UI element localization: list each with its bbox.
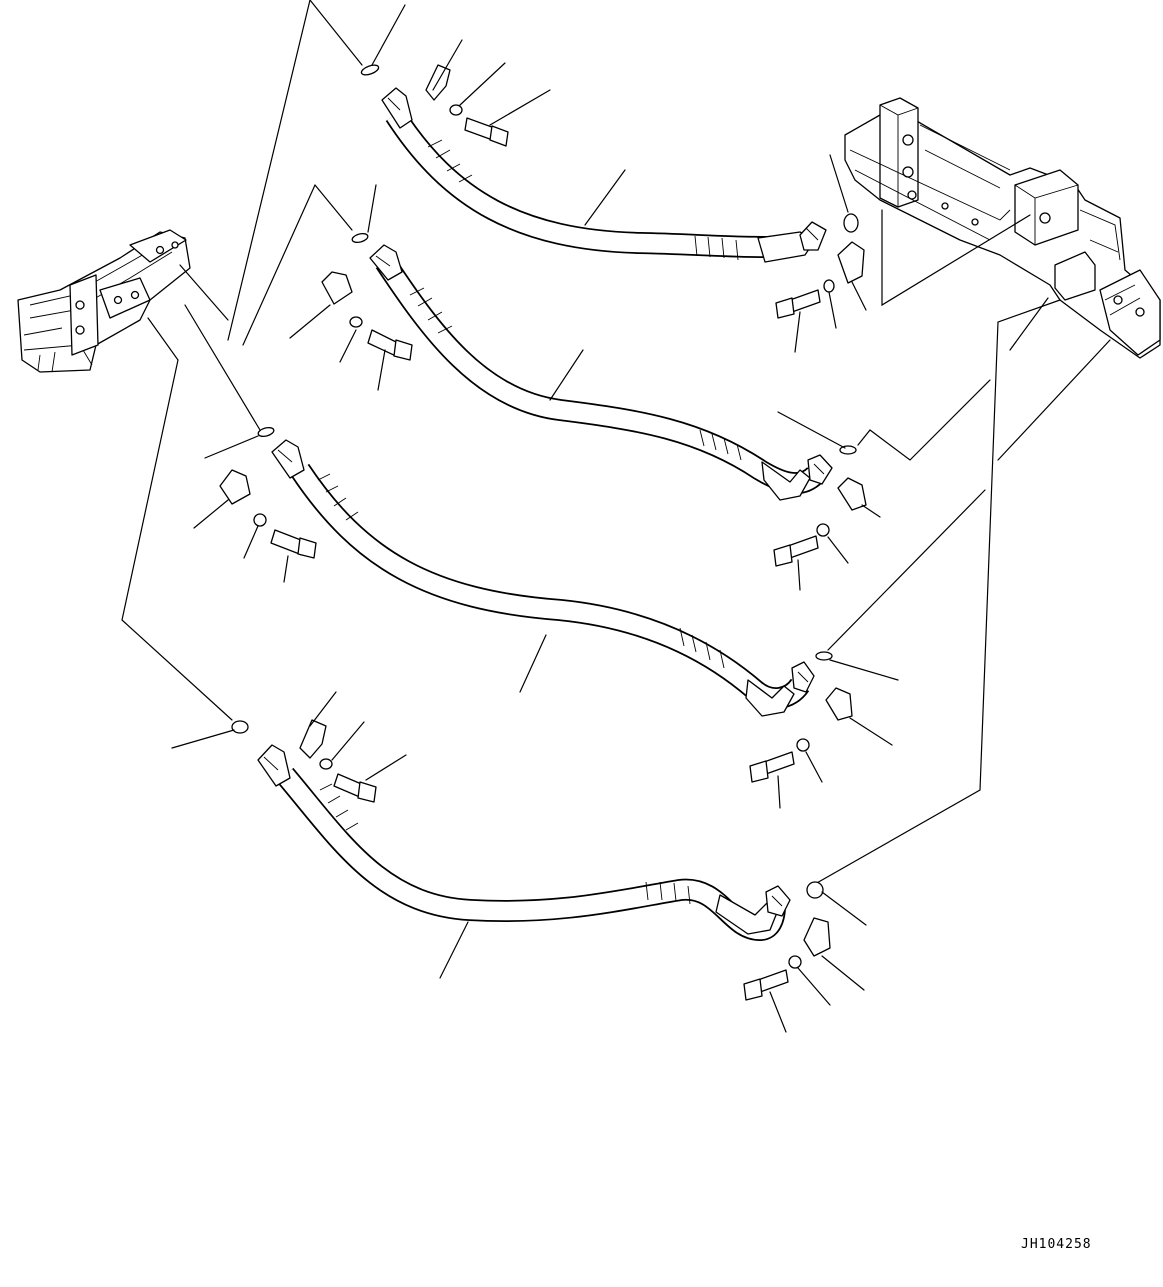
split-flange-clamp <box>837 241 865 284</box>
hose-4 <box>257 744 791 942</box>
hose-3 <box>271 439 815 717</box>
o-ring <box>351 232 369 244</box>
right-control-valve <box>844 97 1161 359</box>
o-ring <box>843 213 859 233</box>
washer <box>823 279 835 293</box>
split-flange-clamp <box>299 719 327 759</box>
o-ring <box>815 651 833 661</box>
o-ring <box>257 426 275 438</box>
leader-lines <box>121 0 1111 889</box>
washer <box>319 758 333 770</box>
hose-2 <box>369 244 833 501</box>
washer <box>253 513 267 527</box>
hose-1 <box>381 87 827 263</box>
split-flange-clamp <box>219 469 251 505</box>
bolt <box>749 751 795 783</box>
hose-1-fittings <box>360 4 867 353</box>
o-ring <box>360 64 380 76</box>
hose-4-fittings <box>171 691 867 1033</box>
bolt <box>270 529 317 559</box>
bolt <box>464 117 509 147</box>
bolt <box>333 773 377 803</box>
washer <box>796 738 810 752</box>
bolt <box>775 289 821 319</box>
washer <box>816 523 830 537</box>
washer <box>788 955 802 969</box>
bolt <box>367 329 413 361</box>
bolt <box>773 535 819 567</box>
drawing-code-label: JH104258 <box>1021 1237 1092 1252</box>
hose-3-fittings <box>193 426 899 809</box>
left-valve-block <box>17 229 191 373</box>
o-ring <box>806 881 824 899</box>
split-flange-clamp <box>837 477 867 511</box>
bolt <box>743 969 789 1001</box>
o-ring <box>231 720 249 734</box>
split-flange-clamp <box>825 687 853 721</box>
split-flange-clamp <box>321 271 353 305</box>
washer <box>449 104 463 116</box>
washer <box>349 316 363 328</box>
split-flange-clamp <box>803 917 831 957</box>
hose-2-fittings <box>289 184 881 591</box>
